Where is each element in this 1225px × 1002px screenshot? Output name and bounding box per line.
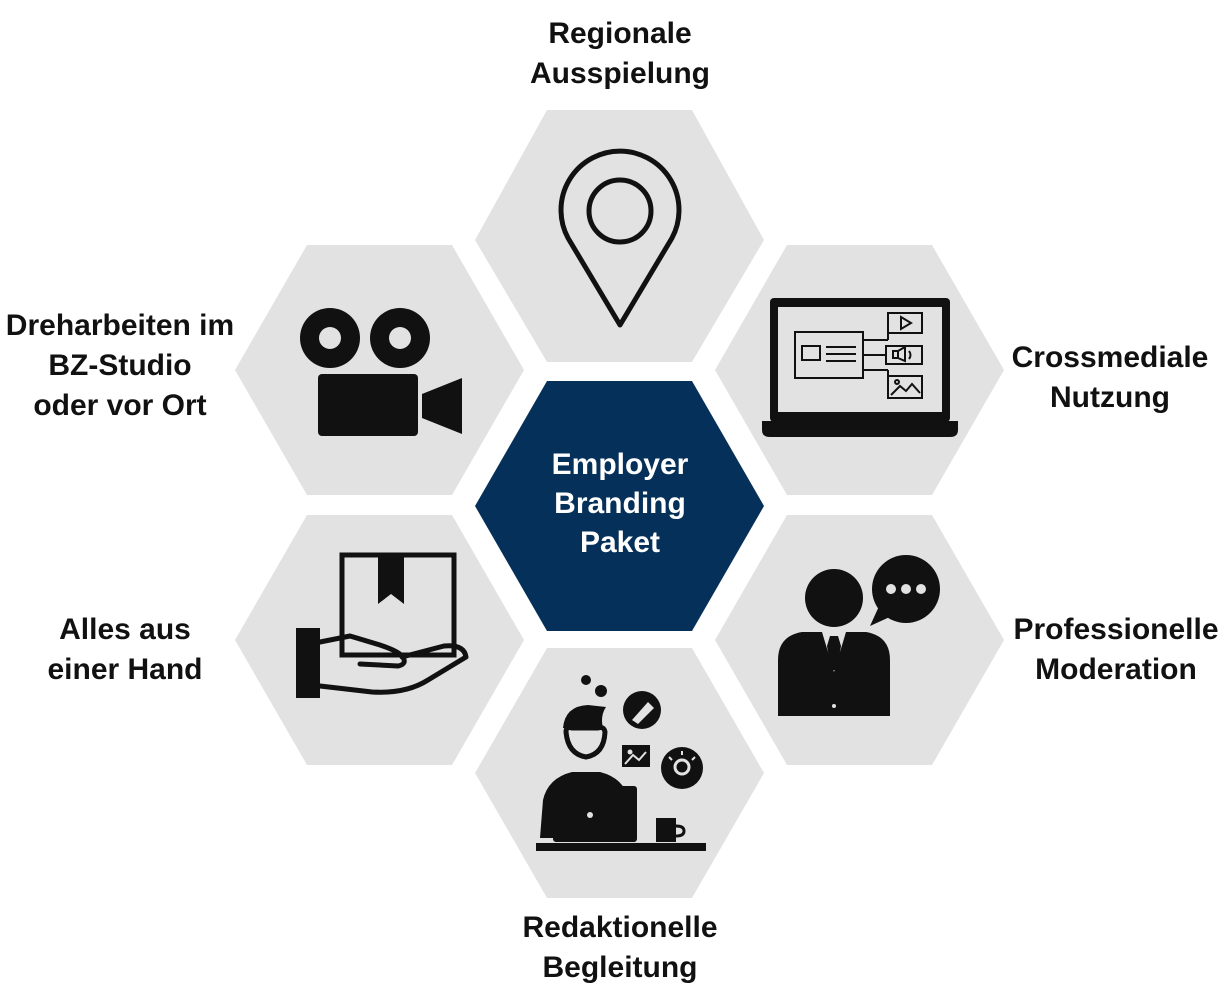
label-crossmedia-line-2: Nutzung: [1050, 381, 1170, 414]
label-filming-line-1: Dreharbeiten im: [5, 309, 235, 342]
video-camera-icon: [300, 308, 462, 436]
label-moderation: Professionelle Moderation: [1010, 610, 1222, 690]
hexagon-center: [475, 381, 764, 631]
laptop-media-icon: [762, 298, 958, 437]
map-pin-icon: [558, 148, 682, 328]
label-editorial: Redaktionelle Begleitung: [470, 908, 770, 988]
hexagon-regional: [475, 110, 764, 362]
center-label-line-1: Employer: [551, 448, 689, 481]
label-crossmedia-line-1: Crossmediale: [1011, 341, 1209, 374]
label-filming: Dreharbeiten im BZ-Studio oder vor Ort: [0, 306, 240, 426]
label-moderation-line-1: Professionelle: [1013, 613, 1219, 646]
label-one-hand: Alles aus einer Hand: [20, 610, 230, 690]
label-moderation-line-2: Moderation: [1035, 653, 1197, 686]
label-editorial-line-2: Begleitung: [542, 951, 698, 984]
label-regional-line-2: Ausspielung: [529, 57, 710, 90]
label-crossmedia: Crossmediale Nutzung: [1005, 338, 1215, 418]
hexagon-editorial: [475, 648, 764, 898]
label-one-hand-line-1: Alles aus: [59, 613, 191, 646]
label-filming-line-3: oder vor Ort: [33, 389, 207, 422]
center-label-line-2: Branding: [554, 487, 686, 520]
label-editorial-line-1: Redaktionelle: [522, 911, 718, 944]
center-label-line-3: Paket: [579, 526, 661, 559]
speaker-person-icon: [778, 555, 940, 716]
label-filming-line-2: BZ-Studio: [48, 349, 192, 382]
label-regional-line-1: Regionale: [548, 17, 692, 50]
hand-holding-box-icon: [296, 552, 469, 698]
label-regional: Regionale Ausspielung: [470, 14, 770, 94]
person-at-laptop-icon: [536, 675, 706, 851]
center-label: Employer Branding Paket: [520, 445, 720, 562]
label-one-hand-line-2: einer Hand: [47, 653, 203, 686]
hexagon-filming: [235, 245, 524, 495]
